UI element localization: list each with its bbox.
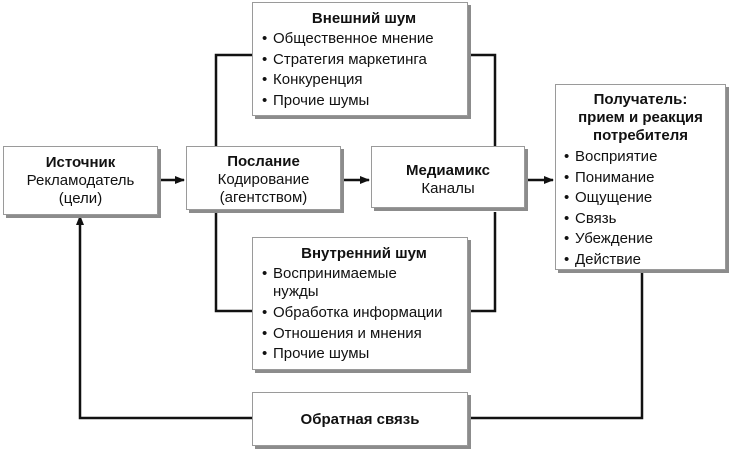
external-noise-connector: [214, 53, 252, 146]
receiver-box: Получатель: прием и реакция потребителя …: [555, 84, 726, 270]
feedback-line-right: [469, 271, 644, 420]
internal-noise-title: Внутренний шум: [301, 245, 427, 262]
mediamix-title: Медиамикс: [406, 162, 490, 179]
message-box: Послание Кодирование (агентством): [186, 146, 341, 210]
mediamix-box: Медиамикс Каналы: [371, 146, 525, 208]
feedback-line-left: [76, 215, 252, 420]
internal-noise-box: Внутренний шум Воспринимаемые нужды Обра…: [252, 237, 468, 370]
source-line: Рекламодатель: [26, 172, 135, 189]
mediamix-line: Каналы: [421, 180, 475, 197]
list-item: Восприятие: [563, 147, 725, 168]
list-item: Воспринимаемые нужды: [261, 265, 423, 301]
external-noise-box: Внешний шум Общественное мнение Стратеги…: [252, 2, 468, 116]
internal-noise-connector: [214, 212, 252, 313]
external-noise-list: Общественное мнение Стратегия маркетинга…: [261, 29, 467, 111]
receiver-title: Получатель:: [593, 91, 688, 108]
feedback-title: Обратная связь: [300, 411, 420, 428]
message-line: Кодирование: [217, 171, 310, 188]
list-item: Прочие шумы: [261, 91, 467, 112]
external-noise-connector-right: [469, 53, 497, 146]
receiver-list: Восприятие Понимание Ощущение Связь Убеж…: [563, 147, 725, 270]
list-item: Конкуренция: [261, 70, 467, 91]
source-title: Источник: [45, 154, 116, 171]
list-item: Ощущение: [563, 188, 725, 209]
list-item: Понимание: [563, 168, 725, 189]
receiver-title: прием и реакция: [578, 109, 703, 126]
list-item: Отношения и мнения: [261, 324, 467, 345]
message-title: Послание: [227, 153, 300, 170]
list-item: Связь: [563, 209, 725, 230]
list-item: Стратегия маркетинга: [261, 50, 467, 71]
external-noise-title: Внешний шум: [311, 10, 417, 27]
list-item: Убеждение: [563, 229, 725, 250]
list-item: Прочие шумы: [261, 344, 467, 365]
message-line: (агентством): [219, 189, 308, 206]
receiver-title: потребителя: [593, 127, 688, 144]
list-item: Действие: [563, 250, 725, 271]
source-line: (цели): [58, 190, 103, 207]
internal-noise-list: Воспринимаемые нужды Обработка информаци…: [261, 265, 467, 365]
source-box: Источник Рекламодатель (цели): [3, 146, 158, 215]
list-item: Общественное мнение: [261, 29, 467, 50]
internal-noise-connector-right: [469, 212, 497, 313]
list-item: Обработка информации: [261, 303, 467, 324]
feedback-box: Обратная связь: [252, 392, 468, 446]
